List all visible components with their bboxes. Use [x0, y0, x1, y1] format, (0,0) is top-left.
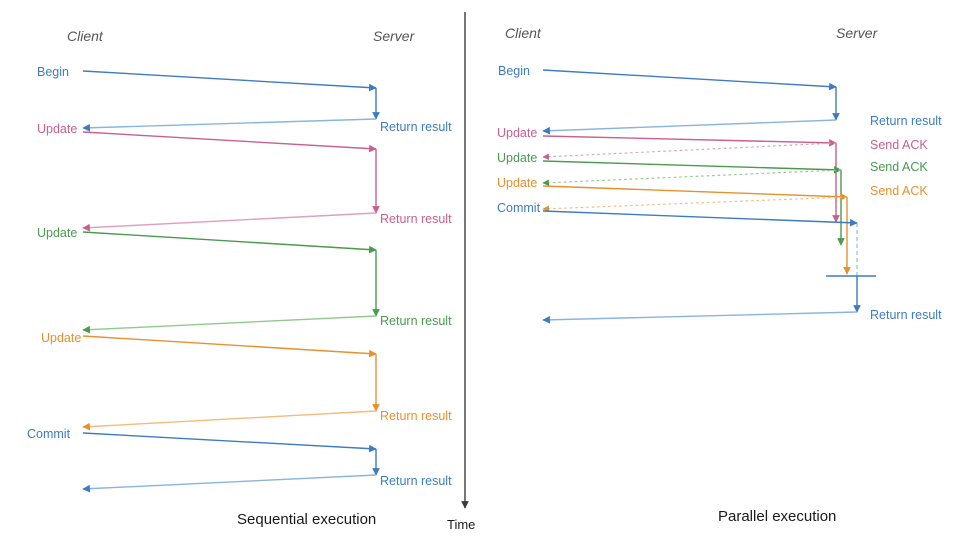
message-arrow-parallel-9: [542, 311, 858, 324]
message-arrow-parallel-5: [542, 169, 842, 187]
time-axis-label: Time: [447, 517, 476, 532]
message-arrow-parallel-0: [542, 69, 837, 91]
message-label-sequential-2: Update: [37, 122, 78, 136]
lane-title-client-parallel: Client: [505, 25, 541, 41]
panel-caption-sequential: Sequential execution: [237, 511, 377, 528]
message-label-sequential-5: Return result: [380, 314, 452, 328]
message-arrow-sequential-3: [82, 212, 377, 232]
message-label-sequential-3: Return result: [380, 212, 452, 226]
message-arrow-sequential-7: [82, 410, 377, 431]
message-arrow-parallel-6: [542, 185, 848, 201]
message-arrow-parallel-4: [542, 160, 842, 174]
message-arrow-sequential-4: [82, 231, 377, 254]
lane-title-client-sequential: Client: [67, 28, 103, 44]
message-label-parallel-2: Update: [497, 126, 538, 140]
message-label-sequential-6: Update: [41, 331, 82, 345]
message-arrow-parallel-2: [542, 135, 837, 147]
message-label-parallel-8: Commit: [497, 201, 541, 215]
message-label-parallel-7: Send ACK: [870, 184, 928, 198]
message-arrow-sequential-8: [82, 432, 377, 453]
message-arrow-parallel-7: [542, 196, 848, 213]
message-label-parallel-0: Begin: [498, 64, 530, 78]
message-label-sequential-7: Return result: [380, 409, 452, 423]
message-arrow-parallel-3: [542, 142, 837, 161]
message-arrow-sequential-5: [82, 315, 377, 334]
message-arrow-sequential-1: [82, 118, 377, 132]
message-label-parallel-9: Return result: [870, 308, 942, 322]
message-arrow-sequential-9: [82, 474, 377, 493]
message-arrow-parallel-8: [542, 210, 858, 227]
message-arrow-sequential-2: [82, 131, 377, 153]
message-label-parallel-1: Return result: [870, 114, 942, 128]
lane-title-server-parallel: Server: [836, 25, 878, 41]
message-label-parallel-6: Update: [497, 176, 538, 190]
message-label-sequential-4: Update: [37, 226, 78, 240]
message-label-parallel-5: Send ACK: [870, 160, 928, 174]
lane-title-server-sequential: Server: [373, 28, 415, 44]
message-label-parallel-3: Send ACK: [870, 138, 928, 152]
message-label-sequential-9: Return result: [380, 474, 452, 488]
message-arrow-parallel-1: [542, 119, 837, 135]
message-label-parallel-4: Update: [497, 151, 538, 165]
message-arrow-sequential-6: [82, 335, 377, 358]
message-label-sequential-0: Begin: [37, 65, 69, 79]
message-label-sequential-8: Commit: [27, 427, 71, 441]
message-arrow-sequential-0: [82, 70, 377, 92]
panel-caption-parallel: Parallel execution: [718, 508, 837, 525]
message-label-sequential-1: Return result: [380, 120, 452, 134]
